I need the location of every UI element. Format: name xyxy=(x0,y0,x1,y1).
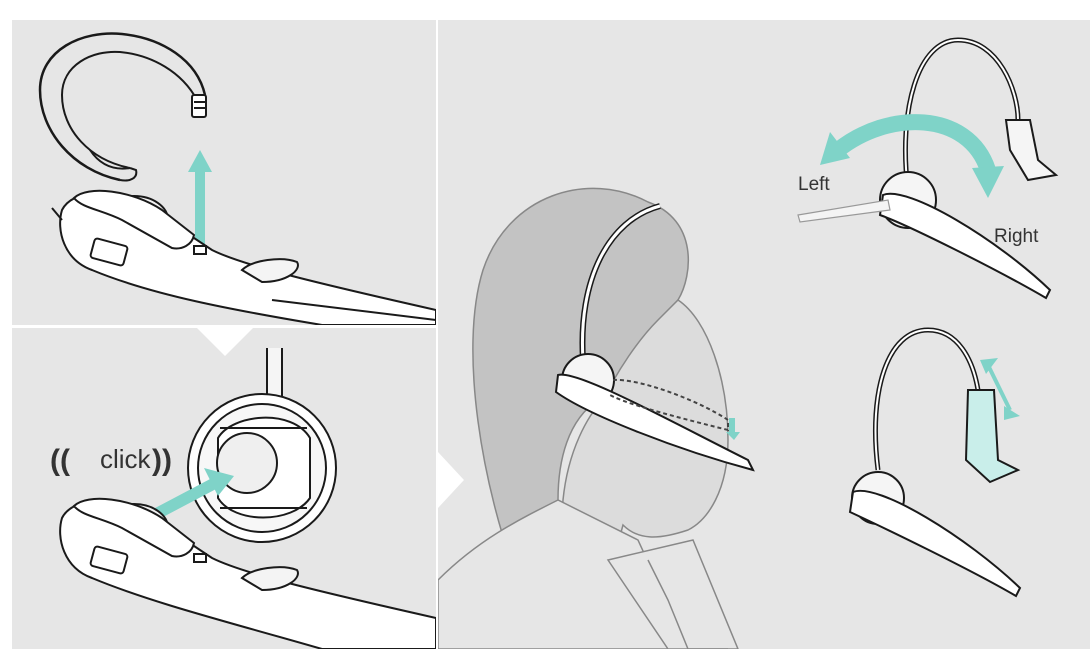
headset-rotate xyxy=(798,40,1056,298)
click-label: click xyxy=(100,444,152,474)
wearing-illustration: Left Right xyxy=(438,20,1090,649)
panel-wearing-adjust: Left Right xyxy=(438,20,1090,649)
person-head xyxy=(438,188,738,649)
label-left: Left xyxy=(798,174,830,195)
svg-text:)): )) xyxy=(152,444,172,477)
ear-hook-removal-illustration xyxy=(12,20,436,325)
panel-remove-ear-hook xyxy=(12,20,436,325)
label-right: Right xyxy=(994,226,1039,247)
panel-attach-headband: (( click )) xyxy=(12,328,436,649)
ear-hook xyxy=(40,33,206,180)
click-sound-icon: (( xyxy=(50,444,70,477)
headset-adjust xyxy=(850,330,1020,596)
headset-body xyxy=(52,191,436,325)
panel-notch xyxy=(197,328,253,356)
headband-attach-illustration: (( click )) xyxy=(12,328,436,649)
headband-earcup xyxy=(188,348,336,542)
click-indicator: (( click )) xyxy=(50,444,172,477)
panel-notch xyxy=(438,452,464,508)
